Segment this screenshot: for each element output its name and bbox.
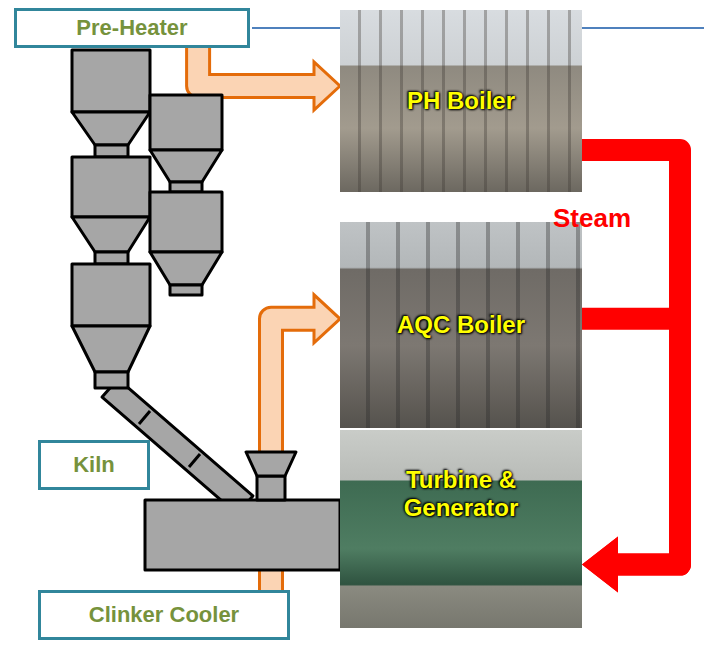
cooler-hopper xyxy=(246,452,296,476)
equipment-photo: AQC Boiler xyxy=(340,222,582,428)
stage-label: Kiln xyxy=(38,440,150,490)
cyclone-body xyxy=(150,192,222,252)
label-text: Clinker Cooler xyxy=(89,602,239,628)
photo-caption: Turbine & Generator xyxy=(381,466,541,522)
cyclone-cone xyxy=(72,326,150,372)
cyclone-cone xyxy=(150,150,222,182)
label-text: Pre-Heater xyxy=(76,15,187,41)
equipment-photo: Turbine & Generator xyxy=(340,430,582,628)
cooler-neck xyxy=(257,476,285,500)
label-text: Kiln xyxy=(73,452,115,478)
arrowhead xyxy=(582,537,618,593)
cyclone-cone xyxy=(150,252,222,285)
cyclone-body xyxy=(72,264,150,326)
arrow-fill xyxy=(198,48,319,86)
cyclone-cone xyxy=(72,217,150,252)
cyclone-body xyxy=(72,50,150,112)
photo-caption: PH Boiler xyxy=(407,87,515,115)
kiln-ring xyxy=(189,454,200,467)
cyclone-neck xyxy=(95,252,128,264)
cyclone-body xyxy=(150,95,222,150)
stage-label: Clinker Cooler xyxy=(38,590,290,640)
cyclone-cone xyxy=(72,112,150,145)
equipment-photo: PH Boiler xyxy=(340,10,582,192)
edge-label: Steam xyxy=(553,203,631,233)
cooler-body xyxy=(145,500,340,570)
cyclone-body xyxy=(72,157,150,217)
cyclone-neck xyxy=(170,285,202,295)
stage-label: Pre-Heater xyxy=(14,8,250,48)
cyclone-neck xyxy=(95,145,128,157)
steam-line xyxy=(582,319,680,565)
kiln-ring xyxy=(139,411,150,424)
photo-caption: AQC Boiler xyxy=(397,311,525,339)
steam-pipe xyxy=(582,319,680,593)
cyclone-neck xyxy=(95,372,128,388)
arrowhead xyxy=(582,537,618,593)
